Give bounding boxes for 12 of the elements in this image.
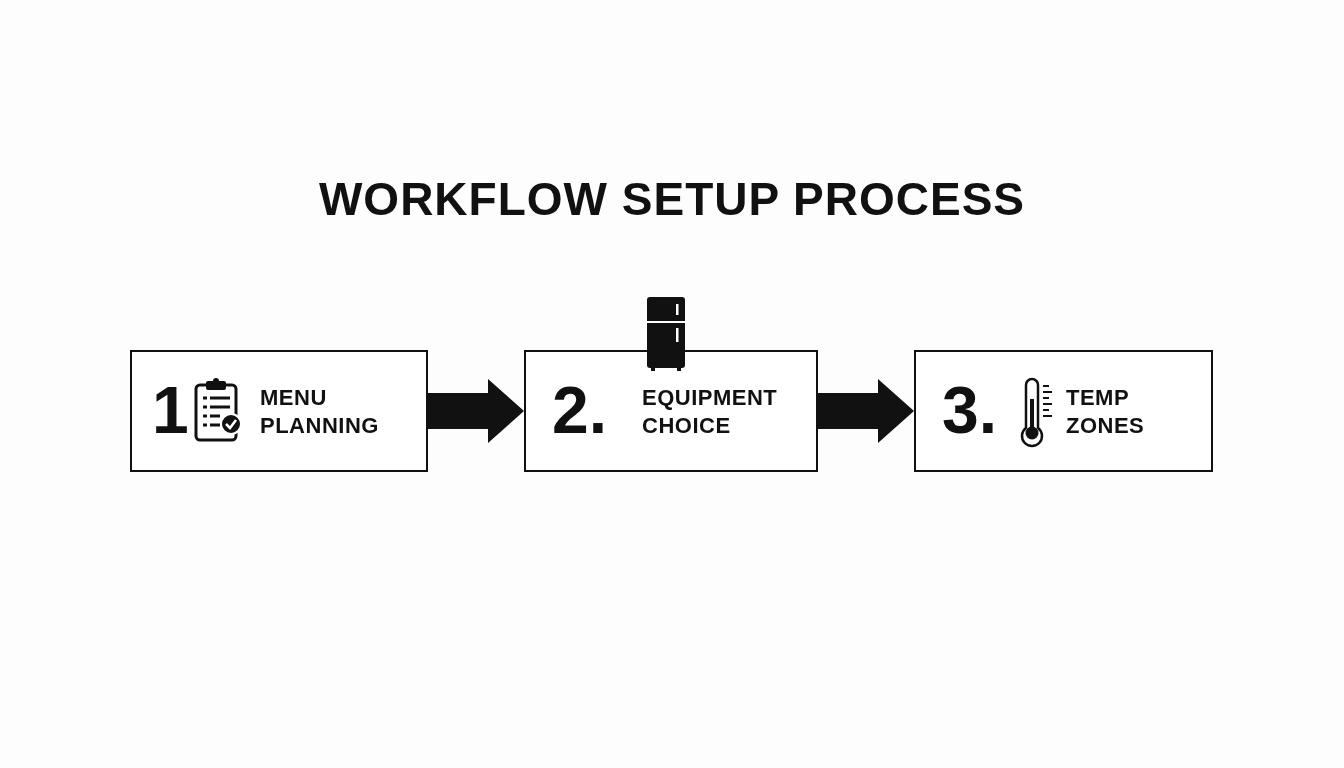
step-number: 2.: [552, 377, 608, 443]
step-label: TEMP ZONES: [1066, 384, 1146, 440]
step-label: EQUIPMENT CHOICE: [642, 384, 779, 440]
arrow: [818, 379, 914, 443]
step-number: 1: [152, 377, 189, 443]
diagram-title: WORKFLOW SETUP PROCESS: [318, 173, 1026, 225]
step-box: [524, 350, 818, 472]
arrow: [428, 379, 524, 443]
step-box: [914, 350, 1213, 472]
step-label: MENU PLANNING: [260, 384, 380, 440]
step-box: [130, 350, 428, 472]
step-number: 3.: [942, 377, 998, 443]
